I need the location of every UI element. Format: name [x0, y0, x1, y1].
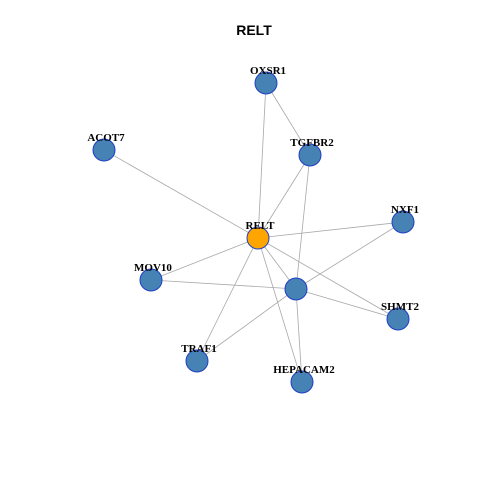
node-label-relt: RELT — [246, 220, 276, 232]
node-hub — [284, 277, 308, 301]
node-traf1 — [185, 349, 209, 373]
node-label-mov10: MOV10 — [134, 262, 172, 274]
node-acot7 — [92, 138, 116, 162]
edge-relt-mov10 — [150, 237, 259, 281]
node-label-tgfbr2: TGFBR2 — [290, 137, 334, 149]
node-label-hepacam2: HEPACAM2 — [273, 364, 335, 376]
node-shmt2 — [386, 307, 410, 331]
diagram-title: RELT — [236, 22, 272, 38]
node-tgfbr2 — [298, 143, 322, 167]
node-label-nxf1: NXF1 — [391, 204, 419, 216]
node-label-acot7: ACOT7 — [87, 132, 125, 144]
edge-hub-hepacam2 — [295, 288, 303, 383]
edge-oxsr1-tgfbr2 — [265, 82, 311, 156]
edge-relt-acot7 — [103, 149, 259, 239]
edge-relt-shmt2 — [257, 237, 399, 320]
edges-layer — [103, 82, 404, 383]
edge-relt-hepacam2 — [257, 237, 303, 383]
edge-relt-nxf1 — [257, 221, 404, 239]
edge-tgfbr2-hub — [295, 154, 311, 290]
edge-hub-mov10 — [150, 279, 297, 290]
node-relt — [246, 226, 270, 250]
edge-relt-traf1 — [196, 237, 259, 362]
edge-relt-oxsr1 — [257, 82, 267, 239]
edge-hub-shmt2 — [295, 288, 399, 320]
edge-relt-tgfbr2 — [257, 154, 311, 239]
edge-hub-traf1 — [196, 288, 297, 362]
node-hepacam2 — [290, 370, 314, 394]
edge-hub-nxf1 — [295, 221, 404, 290]
node-mov10 — [139, 268, 163, 292]
node-nxf1 — [391, 210, 415, 234]
node-label-oxsr1: OXSR1 — [250, 65, 286, 77]
nodes-layer — [92, 71, 415, 394]
node-oxsr1 — [254, 71, 278, 95]
node-label-shmt2: SHMT2 — [381, 301, 419, 313]
node-label-traf1: TRAF1 — [181, 343, 216, 355]
